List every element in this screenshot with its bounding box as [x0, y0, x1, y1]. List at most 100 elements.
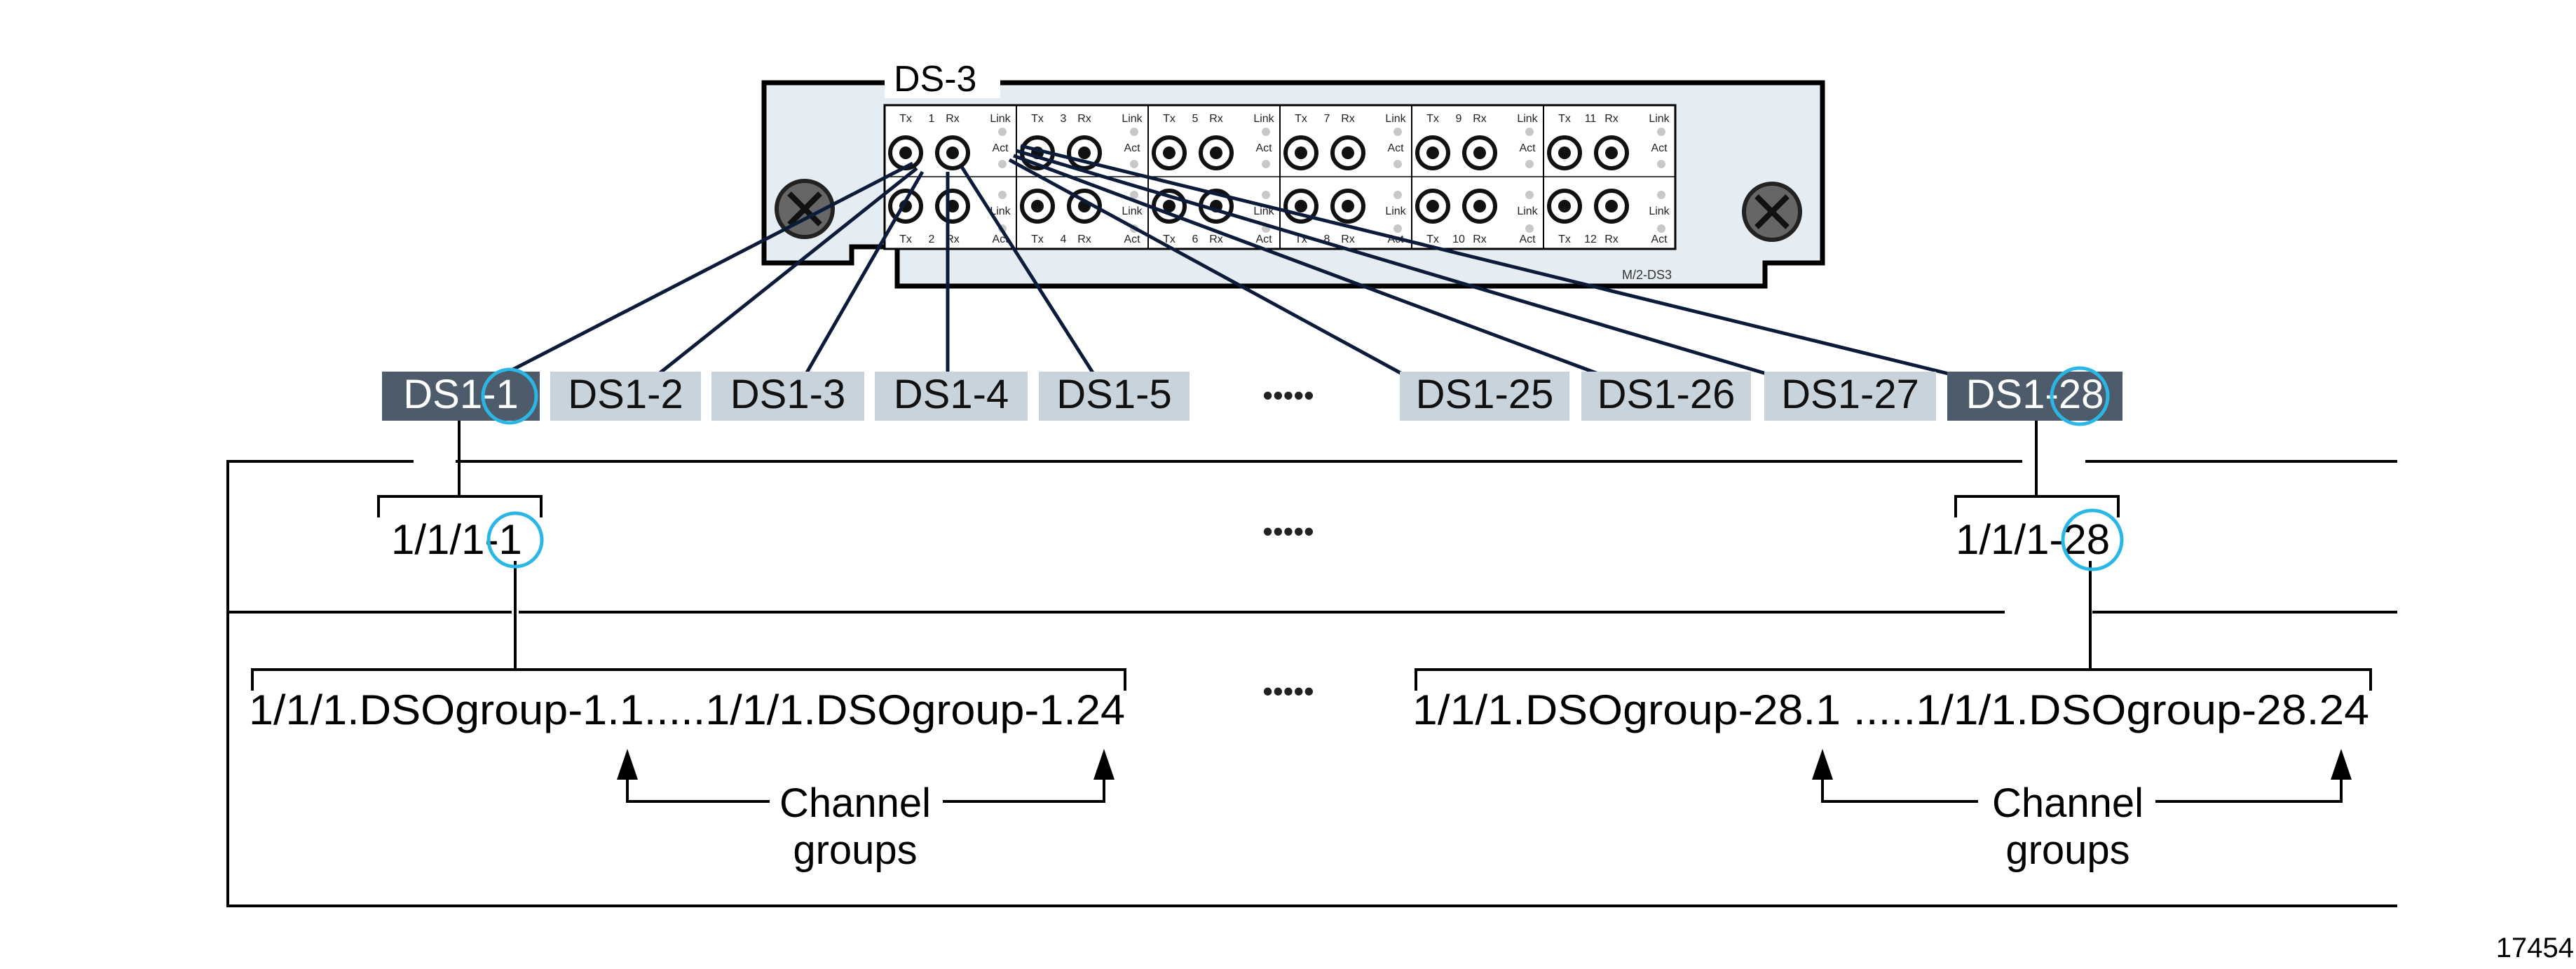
ds1-box-ds1-4: DS1-4	[875, 372, 1028, 421]
ds1-label: DS1-5	[1056, 372, 1171, 417]
led-indicator-icon	[1393, 128, 1402, 136]
bnc-pin-icon	[946, 147, 959, 159]
port-label: Tx	[1163, 233, 1175, 245]
highlight-circle	[481, 367, 538, 425]
left-screw-icon	[775, 179, 835, 239]
highlight-circle	[2050, 366, 2110, 426]
figure-id: 17454	[2496, 933, 2574, 963]
led-indicator-icon	[1657, 224, 1665, 233]
led-indicator-icon	[1657, 160, 1665, 168]
port-label: Act	[992, 142, 1009, 154]
port-label: Link	[1517, 205, 1538, 217]
port-label: Act	[1519, 142, 1536, 154]
port-label: 5	[1192, 113, 1199, 125]
port-label: 9	[1456, 113, 1462, 125]
group-ellipsis: •••••	[1262, 675, 1314, 707]
ds1-box-bg	[875, 372, 1028, 421]
bnc-pin-icon	[1163, 200, 1175, 212]
channel-label-line1: Channel	[1992, 780, 2144, 826]
port-label: Rx	[1209, 233, 1223, 245]
ds1-box-bg	[550, 372, 701, 421]
channel-label-line2: groups	[2005, 827, 2129, 873]
ds1-label: DS1-3	[730, 372, 845, 417]
port-label: Link	[1385, 113, 1406, 125]
port-label: 12	[1584, 233, 1597, 245]
bnc-pin-icon	[1605, 147, 1618, 159]
port-label: Act	[1387, 142, 1404, 154]
port-label: Link	[990, 205, 1011, 217]
bnc-pin-icon	[1295, 200, 1307, 212]
ds1-box-ds1-5: DS1-5	[1039, 372, 1190, 421]
led-indicator-icon	[1657, 191, 1665, 199]
ds1-label: DS1-25	[1416, 372, 1554, 417]
port-label: 7	[1324, 113, 1330, 125]
highlight-circle	[486, 511, 544, 569]
led-indicator-icon	[1262, 191, 1270, 199]
led-indicator-icon	[1525, 191, 1534, 199]
channel-label-line1: Channel	[779, 780, 931, 826]
ds1-box-ds1-1: DS1-1	[382, 372, 540, 421]
port-label: Tx	[1031, 113, 1044, 125]
group-left: 1/1/1.DSOgroup-1.1.....1/1/1.DSOgroup-1.…	[249, 686, 1125, 733]
bnc-pin-icon	[1426, 147, 1439, 159]
ds1-label: DS1-1	[403, 372, 518, 417]
highlight-circle	[2061, 508, 2124, 571]
port-label: Act	[1124, 233, 1140, 245]
port-label: Tx	[899, 233, 912, 245]
ds1-box-ds1-3: DS1-3	[711, 372, 864, 421]
port-label: Tx	[1558, 233, 1571, 245]
port-label: Rx	[1341, 113, 1355, 125]
port-label: Rx	[1077, 233, 1091, 245]
led-indicator-icon	[1262, 160, 1270, 168]
port-label: Rx	[1209, 113, 1223, 125]
ds1-label: DS1-4	[894, 372, 1009, 417]
port-panel	[226, 460, 2397, 907]
ds1-box-ds1-2: DS1-2	[550, 372, 701, 421]
port-label: Tx	[1031, 233, 1044, 245]
port-label: 8	[1324, 233, 1330, 245]
group-right: 1/1/1.DSOgroup-28.1 .....1/1/1.DSOgroup-…	[1412, 686, 2369, 733]
port-label: Act	[1255, 142, 1272, 154]
ds1-ellipsis: •••••	[1262, 379, 1314, 412]
port-label: Tx	[1558, 113, 1571, 125]
led-indicator-icon	[1262, 128, 1270, 136]
led-indicator-icon	[998, 128, 1007, 136]
port-label: Tx	[1426, 233, 1439, 245]
ds1-box-bg	[382, 372, 540, 421]
ds1-box-ds1-27: DS1-27	[1764, 372, 1936, 421]
led-indicator-icon	[1525, 160, 1534, 168]
port-label: Link	[1385, 205, 1406, 217]
port-label: Rx	[1341, 233, 1355, 245]
card-title: DS-3	[894, 59, 976, 100]
ds1-label: DS1-27	[1781, 372, 1919, 417]
bnc-pin-icon	[1295, 147, 1307, 159]
ds1-box-bg	[1581, 372, 1751, 421]
led-indicator-icon	[1130, 191, 1138, 199]
led-indicator-icon	[1130, 128, 1138, 136]
bnc-pin-icon	[1342, 147, 1354, 159]
ds1-box-bg	[711, 372, 864, 421]
ds1-box-bg	[1947, 372, 2122, 421]
bnc-pin-icon	[1558, 200, 1571, 212]
arrow-up-icon	[1812, 749, 1833, 780]
bnc-pin-icon	[1426, 200, 1439, 212]
port-label: Link	[1253, 113, 1274, 125]
port-label: 1	[929, 113, 935, 125]
led-indicator-icon	[1525, 224, 1534, 233]
port-label: Rx	[1604, 233, 1618, 245]
port-label: Link	[1649, 205, 1670, 217]
led-indicator-icon	[1393, 224, 1402, 233]
arrow-up-icon	[617, 749, 638, 780]
ds1-label: DS1-28	[1966, 372, 2104, 417]
ds1-box-ds1-28: DS1-28	[1947, 372, 2122, 421]
port-label: 2	[929, 233, 935, 245]
port-label: 11	[1585, 113, 1597, 125]
port-label: Act	[1651, 142, 1668, 154]
port-ellipsis: •••••	[1262, 515, 1314, 548]
bnc-pin-icon	[1342, 200, 1354, 212]
ds1-box-bg	[1764, 372, 1936, 421]
ds1-label: DS1-26	[1597, 372, 1736, 417]
